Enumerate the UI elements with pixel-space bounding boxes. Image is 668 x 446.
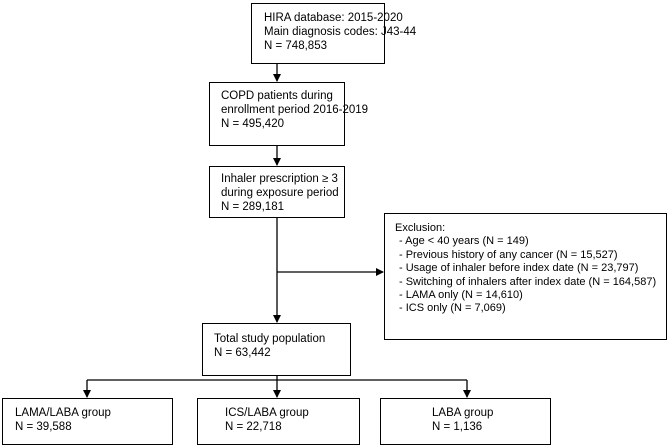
- total-count: N = 63,442: [214, 347, 271, 359]
- laba-label: LABA group: [432, 407, 494, 419]
- total-population-box: Total study population N = 63,442: [202, 323, 351, 376]
- lama-laba-group-box: LAMA/LABA group N = 39,588: [2, 398, 173, 445]
- laba-group-box: LABA group N = 1,136: [380, 398, 551, 445]
- copd-line-2: enrollment period 2016-2019: [221, 104, 369, 116]
- exclusion-item-switching: - Switching of inhalers after index date…: [399, 275, 657, 288]
- inhaler-line-2: during exposure period: [221, 187, 339, 199]
- exclusion-item-cancer: - Previous history of any cancer (N = 15…: [399, 248, 618, 261]
- copd-line-1: COPD patients during: [221, 90, 333, 102]
- ics-laba-label: ICS/LABA group: [225, 407, 309, 419]
- hira-count: N = 748,853: [264, 40, 327, 52]
- ics-laba-count: N = 22,718: [225, 421, 282, 433]
- lama-laba-count: N = 39,588: [15, 421, 72, 433]
- exclusion-item-prior-inhaler: - Usage of inhaler before index date (N …: [399, 262, 639, 275]
- copd-patients-box: COPD patients during enrollment period 2…: [209, 82, 369, 146]
- exclusion-item-lama-only: - LAMA only (N = 14,610): [399, 289, 523, 302]
- exclusion-item-ics-only: - ICS only (N = 7,069): [399, 302, 506, 315]
- exclusion-item-age: - Age < 40 years (N = 149): [399, 235, 529, 248]
- exclusion-box: Exclusion: - Age < 40 years (N = 149) - …: [384, 213, 667, 340]
- hira-line-2: Main diagnosis codes: J43-44: [264, 26, 417, 38]
- hira-database-box: HIRA database: 2015-2020 Main diagnosis …: [251, 3, 417, 64]
- copd-count: N = 495,420: [221, 118, 284, 130]
- total-line-1: Total study population: [214, 333, 326, 345]
- lama-laba-label: LAMA/LABA group: [15, 407, 111, 419]
- exclusion-title: Exclusion:: [395, 222, 446, 234]
- inhaler-prescription-box: Inhaler prescription ≥ 3 during exposure…: [209, 166, 345, 218]
- ics-laba-group-box: ICS/LABA group N = 22,718: [197, 398, 360, 445]
- hira-line-1: HIRA database: 2015-2020: [264, 12, 403, 24]
- inhaler-line-1: Inhaler prescription ≥ 3: [221, 173, 338, 185]
- laba-count: N = 1,136: [432, 421, 483, 433]
- inhaler-count: N = 289,181: [221, 201, 284, 213]
